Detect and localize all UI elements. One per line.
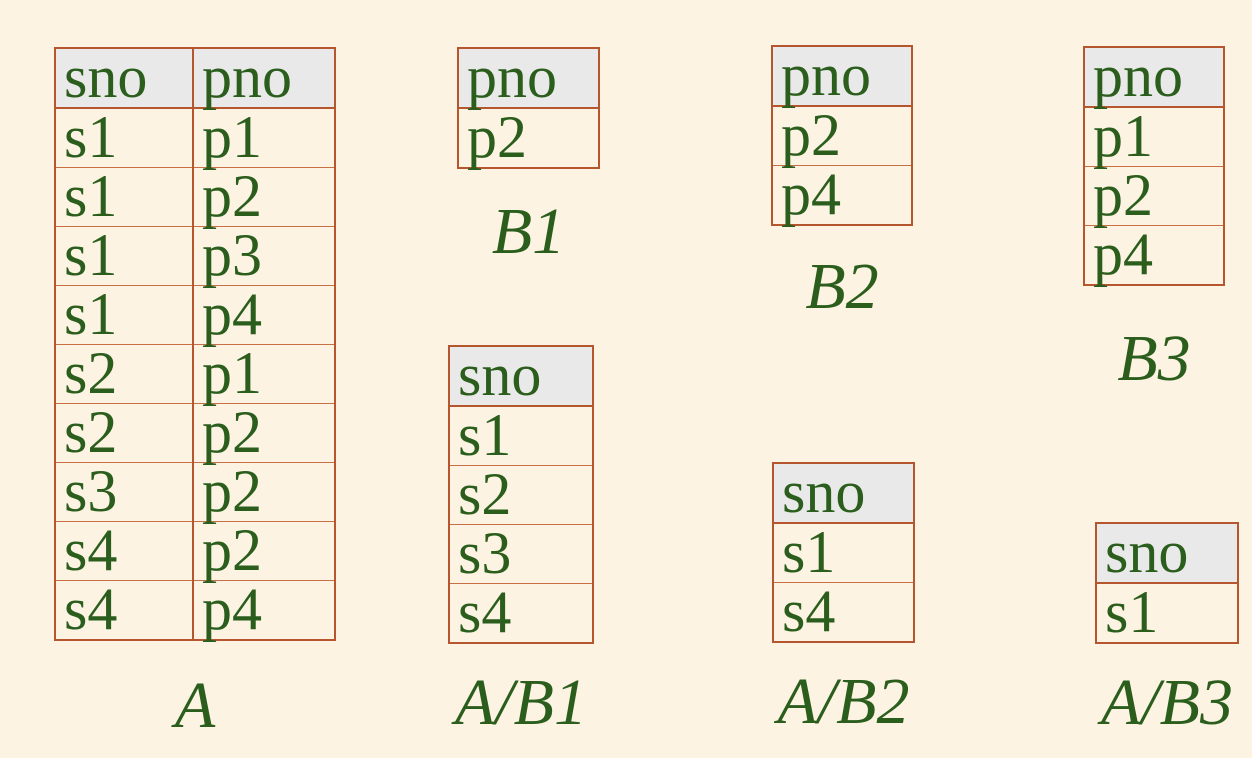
table-cell: p2 bbox=[771, 105, 913, 166]
table-row: s2 p1 bbox=[54, 343, 336, 404]
table-cell: s1 bbox=[54, 166, 194, 227]
table-cell: s1 bbox=[54, 107, 194, 168]
table-cell: s3 bbox=[54, 461, 194, 522]
relation-b2-label: B2 bbox=[805, 250, 879, 323]
relation-b1-grid: pno p2 bbox=[457, 47, 600, 169]
relation-b3-label: B3 bbox=[1117, 322, 1191, 395]
table-row: p1 bbox=[1083, 106, 1225, 167]
table-row: p2 bbox=[457, 107, 600, 169]
relation-a-div-b1-label: A/B1 bbox=[455, 666, 587, 739]
relation-a-div-b2: sno s1 s4 A/B2 bbox=[772, 462, 915, 735]
table-cell: s1 bbox=[772, 522, 915, 583]
table-cell: p4 bbox=[1083, 224, 1225, 286]
table-cell: s4 bbox=[54, 520, 194, 581]
relation-b1: pno p2 B1 bbox=[457, 47, 600, 265]
relation-a-div-b3: sno s1 A/B3 bbox=[1095, 522, 1239, 736]
table-row: s4 bbox=[772, 581, 915, 643]
relation-b2: pno p2 p4 B2 bbox=[771, 45, 913, 320]
relation-a-div-b1-grid: sno s1 s2 s3 s4 bbox=[448, 345, 594, 644]
table-cell: s4 bbox=[54, 579, 194, 641]
table-cell: s1 bbox=[1095, 582, 1239, 644]
column-header-pno: pno bbox=[771, 45, 913, 107]
column-header-pno: pno bbox=[1083, 46, 1225, 108]
table-cell: s2 bbox=[448, 464, 594, 525]
table-row: s2 p2 bbox=[54, 402, 336, 463]
table-row: s1 bbox=[1095, 582, 1239, 644]
table-row: p4 bbox=[1083, 224, 1225, 286]
table-cell: p4 bbox=[192, 579, 336, 641]
table-cell: p1 bbox=[192, 343, 336, 404]
table-cell: s4 bbox=[448, 582, 594, 644]
relation-b1-label: B1 bbox=[491, 195, 566, 268]
table-row: p2 bbox=[1083, 165, 1225, 226]
relation-b2-grid: pno p2 p4 bbox=[771, 45, 913, 226]
column-header-sno: sno bbox=[54, 47, 194, 109]
relation-b3: pno p1 p2 p4 B3 bbox=[1083, 46, 1225, 392]
table-cell: p3 bbox=[192, 225, 336, 286]
relation-a-grid: sno pno s1 p1 s1 p2 s1 p3 s1 p4 s2 bbox=[54, 47, 336, 641]
column-header-sno: sno bbox=[772, 462, 915, 524]
column-header-sno: sno bbox=[1095, 522, 1239, 584]
table-cell: p2 bbox=[192, 520, 336, 581]
table-row: s1 p2 bbox=[54, 166, 336, 227]
table-row: s4 p4 bbox=[54, 579, 336, 641]
table-cell: p2 bbox=[192, 166, 336, 227]
table-row: s4 p2 bbox=[54, 520, 336, 581]
table-row: s1 p1 bbox=[54, 107, 336, 168]
table-cell: p2 bbox=[192, 402, 336, 463]
table-cell: p2 bbox=[192, 461, 336, 522]
table-cell: s2 bbox=[54, 343, 194, 404]
table-cell: s3 bbox=[448, 523, 594, 584]
table-cell: p1 bbox=[1083, 106, 1225, 167]
column-header-pno: pno bbox=[457, 47, 600, 109]
table-row: s1 bbox=[448, 405, 594, 466]
table-cell: s1 bbox=[54, 225, 194, 286]
table-row: s3 p2 bbox=[54, 461, 336, 522]
table-cell: s2 bbox=[54, 402, 194, 463]
column-header-pno: pno bbox=[192, 47, 336, 109]
table-cell: p4 bbox=[771, 164, 913, 226]
relation-a-div-b1: sno s1 s2 s3 s4 A/B1 bbox=[448, 345, 594, 736]
table-cell: p1 bbox=[192, 107, 336, 168]
table-row: s4 bbox=[448, 582, 594, 644]
table-row: s3 bbox=[448, 523, 594, 584]
relation-a-div-b2-label: A/B2 bbox=[777, 665, 910, 738]
relation-a-label: A bbox=[174, 669, 216, 742]
table-row: s2 bbox=[448, 464, 594, 525]
table-cell: p4 bbox=[192, 284, 336, 345]
table-row: s1 bbox=[772, 522, 915, 583]
relation-b3-grid: pno p1 p2 p4 bbox=[1083, 46, 1225, 286]
table-cell: s1 bbox=[448, 405, 594, 466]
column-header-sno: sno bbox=[448, 345, 594, 407]
table-cell: s4 bbox=[772, 581, 915, 643]
table-row: p4 bbox=[771, 164, 913, 226]
table-row: s1 p4 bbox=[54, 284, 336, 345]
table-cell: p2 bbox=[1083, 165, 1225, 226]
table-cell: s1 bbox=[54, 284, 194, 345]
relation-a: sno pno s1 p1 s1 p2 s1 p3 s1 p4 s2 bbox=[54, 47, 336, 739]
relation-a-div-b3-grid: sno s1 bbox=[1095, 522, 1239, 644]
relation-a-div-b3-label: A/B3 bbox=[1101, 666, 1233, 739]
table-row: p2 bbox=[771, 105, 913, 166]
table-cell: p2 bbox=[457, 107, 600, 169]
relation-a-div-b2-grid: sno s1 s4 bbox=[772, 462, 915, 643]
table-row: s1 p3 bbox=[54, 225, 336, 286]
